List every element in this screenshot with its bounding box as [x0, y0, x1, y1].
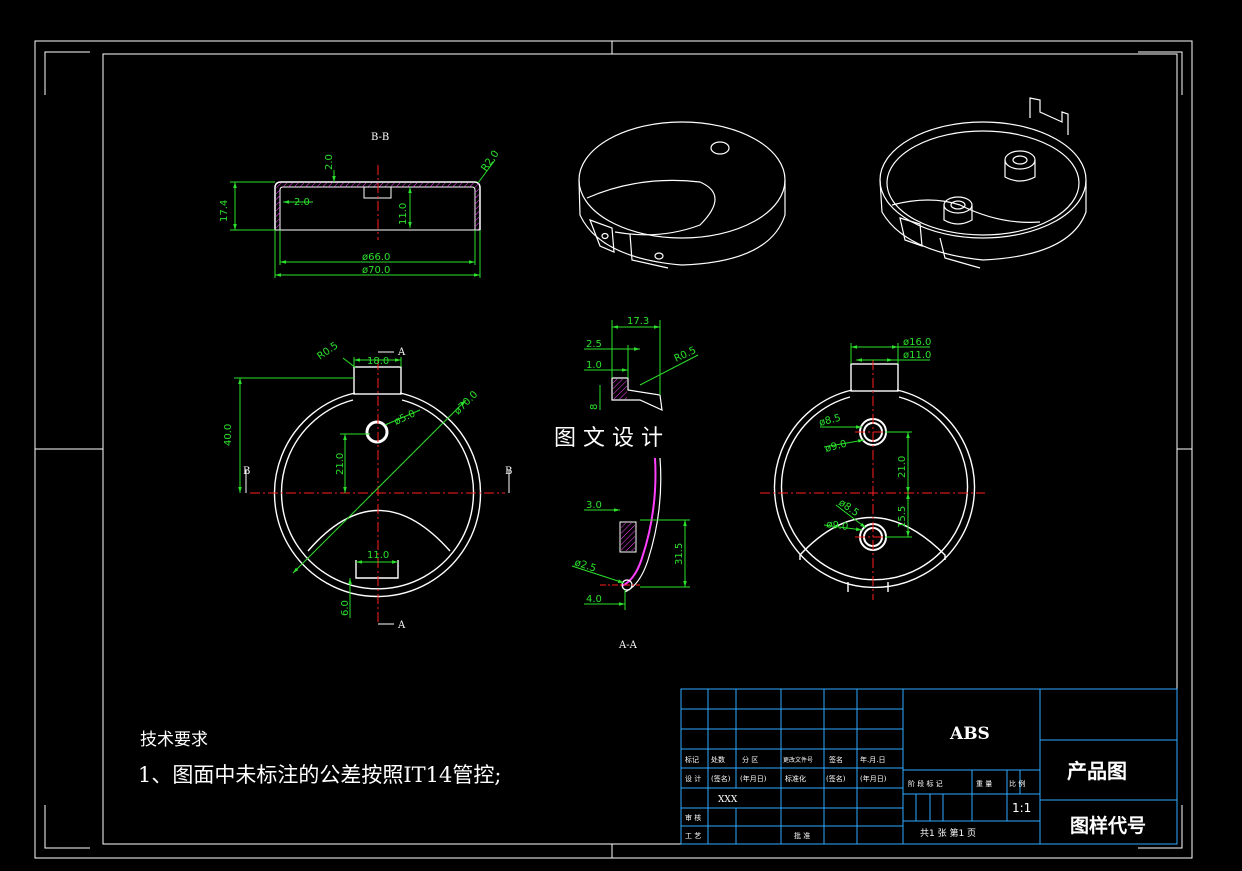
row-design: 设 计 — [685, 774, 701, 783]
drawing-name: 产品图 — [1067, 759, 1127, 783]
dim-back-21: 21.0 — [897, 456, 908, 478]
section-aa-label: A-A — [618, 640, 638, 651]
cut-a-bottom: A — [397, 620, 406, 631]
dim-front-21: 21.0 — [335, 453, 346, 475]
watermark: 图 文 设 计 — [554, 426, 663, 451]
dim-side-10: 1.0 — [586, 360, 602, 371]
dim-front-r: R0.5 — [315, 340, 340, 362]
row-sign: 签名 — [829, 755, 843, 764]
row-std: 标准化 — [785, 774, 806, 783]
sheet-border — [34, 40, 1193, 859]
dim-front-tab: 18.0 — [367, 356, 389, 367]
weight-header: 重 量 — [976, 780, 992, 788]
notes-title: 技术要求 — [140, 730, 208, 750]
front-view: B B A A 40.0 21.0 18.0 R0.5 ø5.0 ø70.0 1… — [223, 340, 512, 631]
dim-side-3: 3.0 — [586, 500, 602, 511]
dim-bb-dia70: ø70.0 — [362, 265, 390, 276]
section-bb-view: B-B 17.4 2.0 2.0 11.0 R2.0 ø66.0 — [219, 132, 502, 278]
row-sign2: (签名) — [711, 774, 731, 783]
row-sign3: (签名) — [826, 774, 846, 783]
dim-front-6: 6.0 — [340, 600, 351, 616]
row-date3: (年月日) — [860, 774, 887, 783]
dim-front-40: 40.0 — [223, 424, 234, 446]
dim-front-dia: ø70.0 — [452, 389, 480, 417]
scale-value: 1:1 — [1012, 801, 1031, 815]
material: ABS — [949, 724, 990, 744]
dim-back-9b: ø9.0 — [826, 519, 849, 533]
stage-header: 阶 段 标 记 — [908, 779, 943, 788]
dim-bb-top: 2.0 — [324, 154, 335, 170]
cut-b-right: B — [505, 466, 512, 477]
dim-side-31: 31.5 — [674, 543, 685, 565]
isometric-view-top — [578, 121, 786, 269]
row-date2: (年月日) — [740, 774, 767, 783]
row-date: 年.月.日 — [860, 755, 885, 764]
dim-bb-wall: 2.0 — [294, 197, 310, 208]
sheet-count: 共1 张 第1 页 — [920, 827, 976, 839]
row-process: 工 艺 — [685, 832, 701, 840]
drawing-code: 图样代号 — [1070, 814, 1146, 837]
dim-back-16: ø16.0 — [903, 337, 931, 348]
dim-back-11: ø11.0 — [903, 350, 931, 361]
dim-bb-depth: 11.0 — [398, 203, 409, 225]
dim-side-4: 4.0 — [586, 594, 602, 605]
dim-side-d25: ø2.5 — [573, 557, 597, 574]
dim-side-25: 2.5 — [586, 339, 602, 350]
dim-side-8: 8 — [589, 404, 600, 410]
row-change: 更改文件号 — [783, 756, 813, 764]
notes-line-1: 1、图面中未标注的公差按照IT14管控; — [138, 763, 501, 787]
dim-back-85a: ø8.5 — [818, 413, 842, 429]
section-aa-view: A-A 17.3 2.5 1.0 R0.5 8 3.0 31.5 ø2.5 4.… — [571, 316, 699, 651]
cut-a-top: A — [397, 347, 406, 358]
dim-bb-radius: R2.0 — [479, 149, 501, 174]
dim-back-85b: ø8.5 — [836, 497, 860, 519]
section-bb-label: B-B — [371, 132, 389, 143]
dim-side-17: 17.3 — [627, 316, 649, 327]
dim-back-155: 15.5 — [897, 506, 908, 528]
ratio-header: 比 例 — [1009, 779, 1025, 788]
dim-front-hole: ø5.0 — [393, 408, 418, 427]
dim-front-11: 11.0 — [367, 550, 389, 561]
row-mark: 标记 — [685, 755, 699, 764]
back-view: ø16.0 ø11.0 ø8.5 ø9.0 21.0 ø8.5 ø9.0 15.… — [760, 337, 985, 600]
dim-back-9a: ø9.0 — [824, 439, 848, 455]
dim-bb-dia66: ø66.0 — [362, 252, 390, 263]
designer-name: XXX — [718, 795, 738, 805]
cut-b-left: B — [243, 466, 250, 477]
isometric-view-inner — [879, 97, 1087, 269]
row-approve: 批 准 — [794, 831, 810, 840]
row-review: 审 核 — [685, 813, 701, 822]
row-count: 处数 — [711, 755, 725, 764]
dim-bb-height: 17.4 — [219, 200, 230, 222]
title-block: ABS 产品图 图样代号 1:1 XXX 标记 处数 分 区 更改文件号 签名 … — [680, 688, 1178, 845]
row-zone: 分 区 — [742, 755, 758, 764]
